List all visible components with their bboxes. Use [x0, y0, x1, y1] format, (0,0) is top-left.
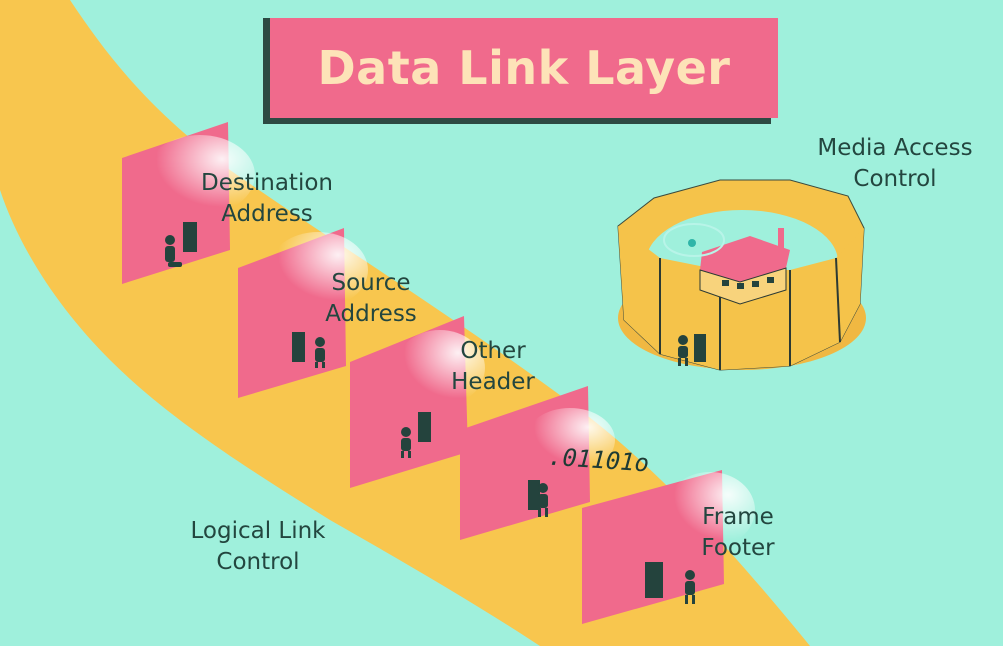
label-destination-address: Destination Address — [201, 170, 333, 227]
person-icon — [401, 427, 411, 458]
label-frame-footer: Frame Footer — [701, 504, 775, 561]
person-icon — [678, 335, 688, 366]
wall-data — [460, 386, 615, 540]
wall-source — [238, 228, 368, 398]
title-banner: Data Link Layer — [263, 18, 778, 128]
person-icon — [685, 570, 695, 604]
wall-destination — [122, 122, 255, 284]
label-source-address: Source Address — [325, 270, 417, 327]
media-access-enclosure — [617, 179, 866, 371]
door-icon — [528, 480, 540, 510]
title-box: Data Link Layer — [270, 18, 778, 118]
signal-icon — [663, 223, 725, 257]
person-icon — [165, 235, 182, 267]
person-icon — [315, 337, 325, 368]
person-icon — [538, 483, 548, 517]
door-icon — [292, 332, 305, 362]
door-icon — [183, 222, 197, 252]
label-logical-link-control: Logical Link Control — [190, 518, 326, 575]
page-title: Data Link Layer — [317, 41, 731, 95]
door-icon — [645, 562, 663, 598]
wall-frame-footer — [582, 470, 755, 624]
door-icon — [418, 412, 431, 442]
label-other-header: Other Header — [451, 338, 535, 395]
wall-other-header — [350, 316, 485, 488]
house-icon — [699, 228, 790, 305]
label-media-access-control: Media Access Control — [817, 135, 973, 192]
door-icon — [694, 334, 706, 362]
